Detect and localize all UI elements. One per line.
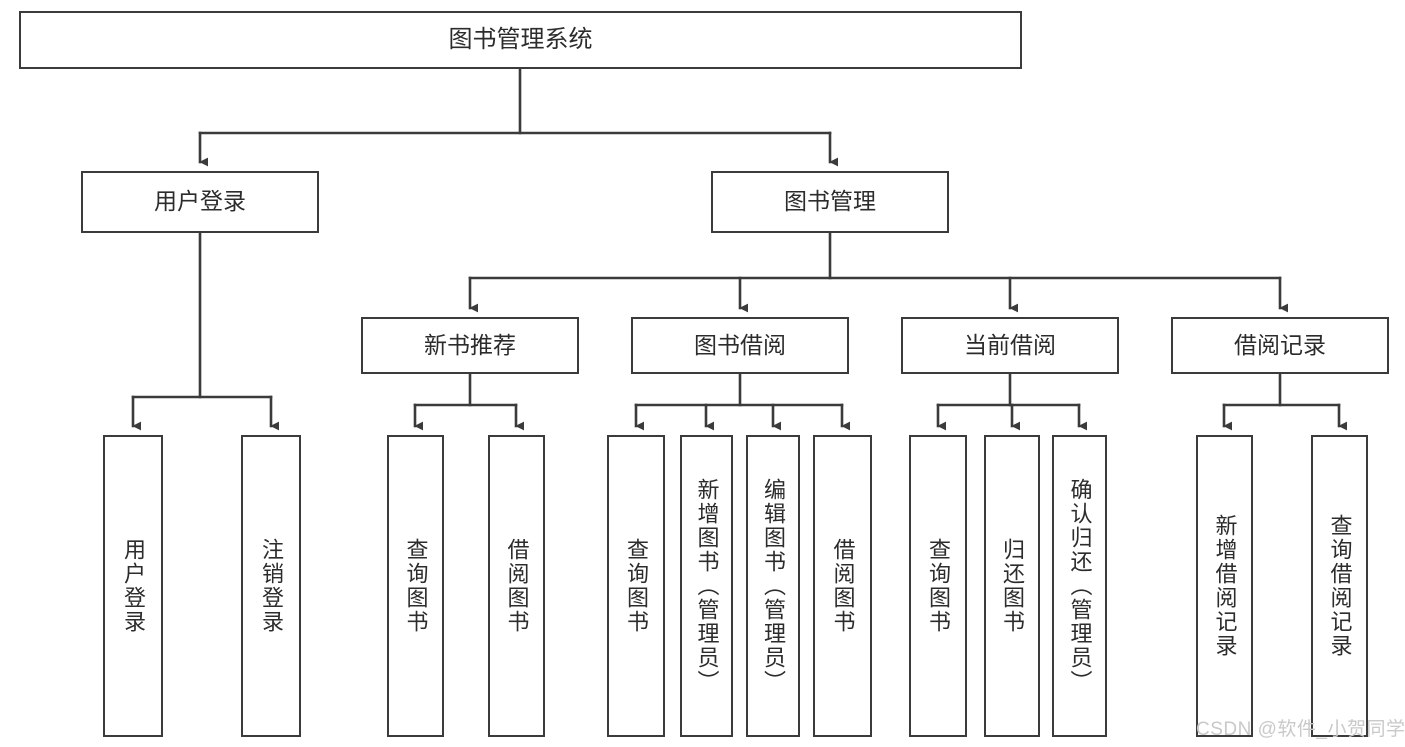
node-root[interactable]: 图书管理系统 xyxy=(19,11,1022,69)
leaf-query-borrow-record[interactable]: 查询借阅记录 xyxy=(1311,435,1368,737)
node-borrow-records-label: 借阅记录 xyxy=(1234,331,1326,358)
node-book-borrow[interactable]: 图书借阅 xyxy=(631,317,849,374)
node-borrow-records[interactable]: 借阅记录 xyxy=(1171,317,1389,374)
leaf-borrow-book-2[interactable]: 借阅图书 xyxy=(813,435,872,737)
leaf-edit-book-inner: 编辑图书（管理员） xyxy=(760,437,786,735)
leaf-borrow-book-1[interactable]: 借阅图书 xyxy=(488,435,545,737)
leaf-add-book-inner: 新增图书（管理员） xyxy=(694,437,720,735)
leaf-confirm-return-inner: 确认归还（管理员） xyxy=(1067,437,1093,735)
leaf-query-book-3[interactable]: 查询图书 xyxy=(909,435,967,737)
leaf-return-book[interactable]: 归还图书 xyxy=(984,435,1040,737)
leaf-add-book-label: 新增图书（管理员） xyxy=(694,478,720,694)
leaf-query-book-2[interactable]: 查询图书 xyxy=(607,435,665,737)
leaf-return-book-label: 归还图书 xyxy=(999,538,1025,634)
node-current-borrow[interactable]: 当前借阅 xyxy=(901,317,1119,374)
leaf-user-logout[interactable]: 注销登录 xyxy=(241,435,301,737)
node-current-borrow-label: 当前借阅 xyxy=(964,331,1056,358)
leaf-user-login-inner: 用户登录 xyxy=(120,437,146,735)
node-book-management-label: 图书管理 xyxy=(784,188,876,215)
leaf-query-book-2-inner: 查询图书 xyxy=(623,437,649,735)
node-book-borrow-label: 图书借阅 xyxy=(694,331,786,358)
leaf-borrow-book-1-inner: 借阅图书 xyxy=(504,437,530,735)
leaf-return-book-inner: 归还图书 xyxy=(999,437,1025,735)
leaf-add-book[interactable]: 新增图书（管理员） xyxy=(680,435,733,737)
leaf-edit-book[interactable]: 编辑图书（管理员） xyxy=(746,435,800,737)
node-new-book-recommend[interactable]: 新书推荐 xyxy=(361,317,579,374)
leaf-query-book-1[interactable]: 查询图书 xyxy=(387,435,444,737)
leaf-user-login[interactable]: 用户登录 xyxy=(103,435,163,737)
leaf-query-book-1-label: 查询图书 xyxy=(403,538,429,634)
leaf-query-book-1-inner: 查询图书 xyxy=(403,437,429,735)
leaf-query-borrow-record-label: 查询借阅记录 xyxy=(1327,514,1353,658)
node-new-book-recommend-label: 新书推荐 xyxy=(424,331,516,358)
leaf-query-book-2-label: 查询图书 xyxy=(623,538,649,634)
node-root-label: 图书管理系统 xyxy=(448,25,593,53)
node-user-login-label: 用户登录 xyxy=(154,188,246,215)
leaf-borrow-book-2-inner: 借阅图书 xyxy=(830,437,856,735)
leaf-confirm-return[interactable]: 确认归还（管理员） xyxy=(1052,435,1107,737)
leaf-borrow-book-2-label: 借阅图书 xyxy=(830,538,856,634)
leaf-user-logout-inner: 注销登录 xyxy=(258,437,284,735)
leaf-add-borrow-record-inner: 新增借阅记录 xyxy=(1212,437,1238,735)
csdn-watermark: CSDN @软件_小贺同学 xyxy=(1196,719,1405,740)
leaf-user-logout-label: 注销登录 xyxy=(258,538,284,634)
leaf-edit-book-label: 编辑图书（管理员） xyxy=(760,478,786,694)
leaf-borrow-book-1-label: 借阅图书 xyxy=(504,538,530,634)
leaf-user-login-label: 用户登录 xyxy=(120,538,146,634)
leaf-query-book-3-inner: 查询图书 xyxy=(925,437,951,735)
node-user-login[interactable]: 用户登录 xyxy=(81,171,319,233)
leaf-query-borrow-record-inner: 查询借阅记录 xyxy=(1327,437,1353,735)
node-book-management[interactable]: 图书管理 xyxy=(711,171,949,233)
leaf-add-borrow-record[interactable]: 新增借阅记录 xyxy=(1196,435,1253,737)
leaf-confirm-return-label: 确认归还（管理员） xyxy=(1067,478,1093,694)
leaf-add-borrow-record-label: 新增借阅记录 xyxy=(1212,514,1238,658)
leaf-query-book-3-label: 查询图书 xyxy=(925,538,951,634)
